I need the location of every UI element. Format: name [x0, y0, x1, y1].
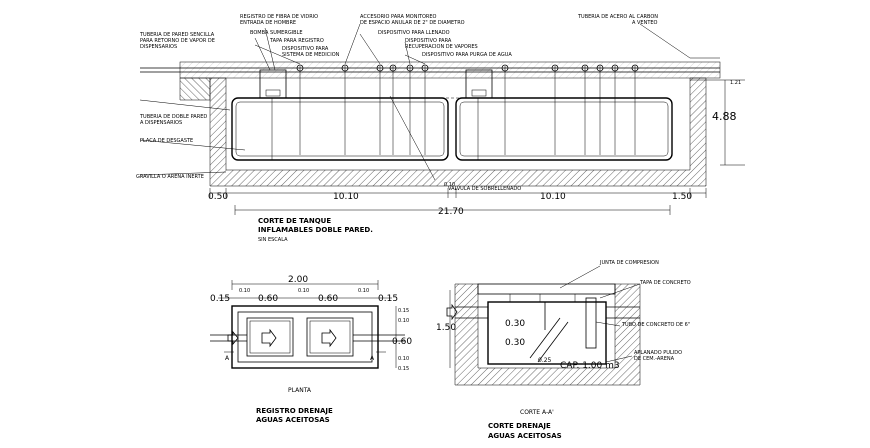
label-disp-llenado: DISPOSITIVO PARA LLENADO [378, 30, 450, 36]
corte-label: CORTE A-A' [520, 409, 554, 416]
label-tuberia-acero-2: A VENTEO [632, 20, 658, 26]
corte-junta: JUNTA DE COMPRESION [599, 260, 659, 266]
corte-dim-150: 1.50 [436, 323, 456, 333]
planta-dim-200: 2.00 [288, 275, 308, 285]
tank-section: REGISTRO DE FIBRA DE VIDRIO ENTRADA DE H… [136, 14, 745, 243]
corte-aplanado-2: DE CEM.-ARENA [634, 356, 675, 362]
label-accesorio-2: DE ESPACIO ANULAR DE 2" DE DIAMETRO [360, 20, 465, 26]
dim-1010-b: 10.10 [540, 192, 566, 202]
planta-chamber-2 [306, 317, 354, 357]
dim-2170: 21.70 [438, 207, 464, 217]
label-disp-purga: DISPOSITIVO PARA PURGA DE AGUA [422, 52, 512, 58]
corte-aa-section: 1.50 0.30 0.30 0.25 CAP. 1.00 m3 JUNTA D… [436, 260, 691, 440]
corte-title-1: CORTE DRENAJE [488, 422, 551, 430]
planta-dim-v-015-a: 0.15 [398, 308, 409, 314]
planta-dim-060-a: 0.60 [258, 294, 278, 304]
label-tuberia-sencilla-2: PARA RETORNO DE VAPOR DE [140, 38, 215, 44]
planta-dim-010-a: 0.10 [239, 288, 250, 294]
dim-150: 1.50 [672, 192, 692, 202]
corte-tapa: TAPA DE CONCRETO [639, 280, 691, 286]
label-tuberia-acero-1: TUBERIA DE ACERO AL CARBON [577, 14, 658, 20]
flow-arrow-icon [321, 328, 337, 348]
planta-dim-v-015-b: 0.15 [398, 366, 409, 372]
planta-chamber-1 [246, 317, 294, 357]
manway-right [465, 69, 493, 99]
label-tuberia-sencilla-3: DISPENSARIOS [140, 44, 177, 50]
label-tuberia-doble-2: A DISPENSARIOS [140, 120, 182, 126]
label-disp-recup-2: RECUPERACION DE VAPORES [405, 44, 478, 50]
label-gravilla: GRAVILLA O ARENA INERTE [136, 174, 204, 180]
corte-dim-025: 0.25 [538, 357, 552, 364]
label-registro: REGISTRO DE FIBRA DE VIDRIO [240, 14, 318, 20]
corte-title-2: AGUAS ACEITOSAS [488, 432, 562, 440]
corte-vertical-pipe [585, 297, 597, 349]
corte-dim-030-b: 0.30 [505, 338, 525, 348]
label-disp-medicion-2: SISTEMA DE MEDICION [282, 52, 340, 58]
svg-text:A: A [225, 355, 230, 362]
label-valvula: VALVULA DE SOBRELLENADO [448, 186, 521, 192]
label-disp-medicion-1: DISPOSITIVO PARA [282, 46, 329, 52]
dim-488: 4.88 [712, 110, 737, 123]
label-placa: PLACA DE DESGASTE [140, 138, 193, 144]
dim-010: 0.10 [444, 182, 455, 188]
corte-cover [477, 283, 616, 295]
planta-dim-v-010-a: 0.10 [398, 318, 409, 324]
dim-1010-a: 10.10 [333, 192, 359, 202]
svg-text:A: A [370, 355, 375, 362]
corte-cap: CAP. 1.00 m3 [560, 361, 620, 371]
planta-title-2: AGUAS ACEITOSAS [256, 416, 330, 424]
planta-dim-v-060: 0.60 [392, 337, 412, 347]
label-disp-recup-1: DISPOSITIVO PARA [405, 38, 452, 44]
planta-dim-010-b: 0.10 [298, 288, 309, 294]
planta-dim-015-r: 0.15 [378, 294, 398, 304]
planta-outer [231, 305, 379, 369]
planta-dim-010-c: 0.10 [358, 288, 369, 294]
label-bomba: BOMBA SUMERGIBLE [250, 30, 303, 36]
corte-tubo: TUBO DE CONCRETO DE 6" [621, 322, 690, 328]
label-tuberia-doble-1: TUBERIA DE DOBLE PARED [139, 114, 207, 120]
corte-aplanado-1: APLANADO PULIDO [634, 350, 682, 356]
corte-dim-030-a: 0.30 [505, 319, 525, 329]
tank-right [455, 97, 673, 161]
planta-dim-v-010-b: 0.10 [398, 356, 409, 362]
main-title-1: CORTE DE TANQUE [258, 217, 331, 225]
label-accesorio-1: ACCESORIO PARA MONITOREO [360, 14, 437, 20]
label-tuberia-sencilla-1: TUBERIA DE PARED SENCILLA [139, 32, 215, 38]
dim-121: 1.21 [730, 80, 741, 86]
corte-chamber [487, 301, 607, 365]
label-tapa: TAPA PARA REGISTRO [269, 38, 324, 44]
main-scale: SIN ESCALA [258, 237, 288, 243]
manway-left [259, 69, 287, 99]
planta-plan: 2.00 0.15 0.10 0.60 0.10 0.60 0.10 0.15 … [210, 275, 412, 424]
planta-dim-015-l: 0.15 [210, 294, 230, 304]
planta-dim-060-b: 0.60 [318, 294, 338, 304]
dim-050: 0.50 [208, 192, 228, 202]
tank-left [231, 97, 449, 161]
planta-label: PLANTA [288, 387, 312, 394]
label-entrada: ENTRADA DE HOMBRE [240, 20, 296, 26]
flow-arrow-icon [261, 328, 277, 348]
planta-title-1: REGISTRO DRENAJE [256, 407, 333, 415]
main-title-2: INFLAMABLES DOBLE PARED. [258, 226, 373, 234]
excavation-wall [209, 77, 707, 187]
